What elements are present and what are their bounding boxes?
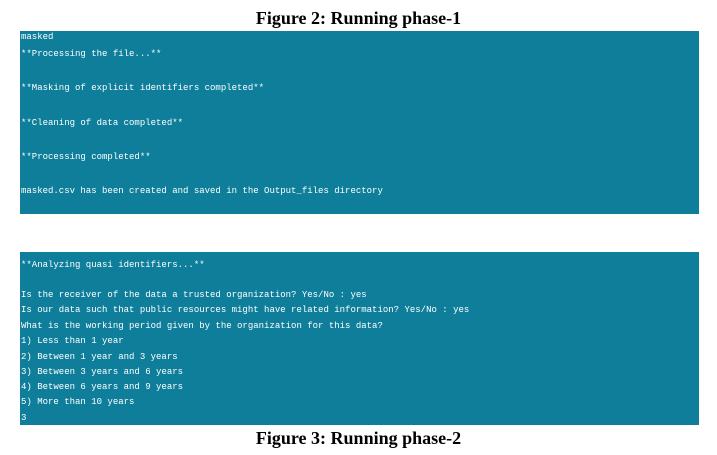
console-output-phase-2: **Analyzing quasi identifiers...** Is th…	[20, 252, 699, 425]
console-line: 4) Between 6 years and 9 years	[21, 382, 184, 392]
console-line: What is the working period given by the …	[21, 321, 383, 331]
console-line: masked.csv has been created and saved in…	[21, 186, 383, 196]
console-line: masked	[21, 32, 54, 42]
figure-3-caption: Figure 3: Running phase-2	[255, 428, 462, 448]
console-line: 3) Between 3 years and 6 years	[21, 367, 184, 377]
console-line: **Cleaning of data completed**	[21, 118, 184, 128]
console-output-phase-1: masked **Processing the file...** **Mask…	[20, 31, 699, 214]
console-line: **Masking of explicit identifiers comple…	[21, 83, 265, 93]
console-line: 1) Less than 1 year	[21, 336, 124, 346]
console-line: 2) Between 1 year and 3 years	[21, 352, 178, 362]
console-input-value: 3	[21, 413, 27, 423]
figure-2-caption: Figure 2: Running phase-1	[255, 8, 462, 28]
console-line: Is the receiver of the data a trusted or…	[21, 290, 367, 300]
console-line: **Processing completed**	[21, 152, 151, 162]
console-line: **Analyzing quasi identifiers...**	[21, 260, 205, 270]
console-line: 5) More than 10 years	[21, 397, 135, 407]
console-line: **Processing the file...**	[21, 49, 162, 59]
console-line: Is our data such that public resources m…	[21, 305, 470, 315]
